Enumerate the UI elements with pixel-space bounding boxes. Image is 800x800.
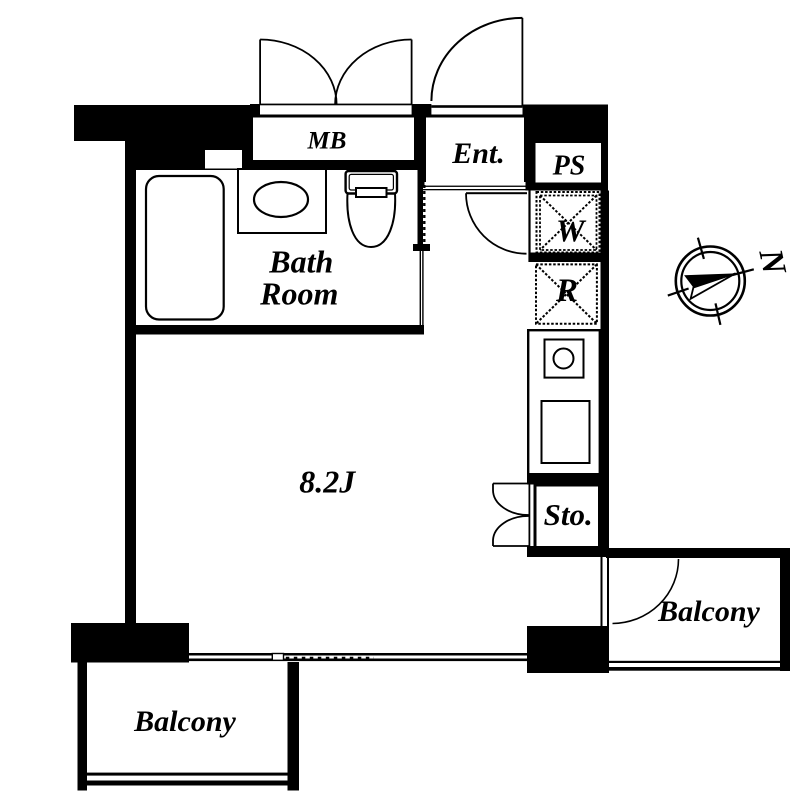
svg-text:Ent.: Ent.: [451, 137, 505, 170]
svg-text:Balcony: Balcony: [657, 595, 760, 628]
svg-text:Balcony: Balcony: [133, 705, 236, 738]
svg-text:Sto.: Sto.: [544, 497, 593, 532]
svg-text:Bath: Bath: [268, 243, 333, 279]
svg-text:MB: MB: [307, 128, 347, 155]
svg-text:R: R: [555, 273, 578, 309]
svg-text:W: W: [556, 213, 587, 249]
svg-text:Room: Room: [259, 276, 338, 312]
svg-text:8.2J: 8.2J: [299, 464, 356, 500]
svg-text:PS: PS: [552, 151, 586, 182]
